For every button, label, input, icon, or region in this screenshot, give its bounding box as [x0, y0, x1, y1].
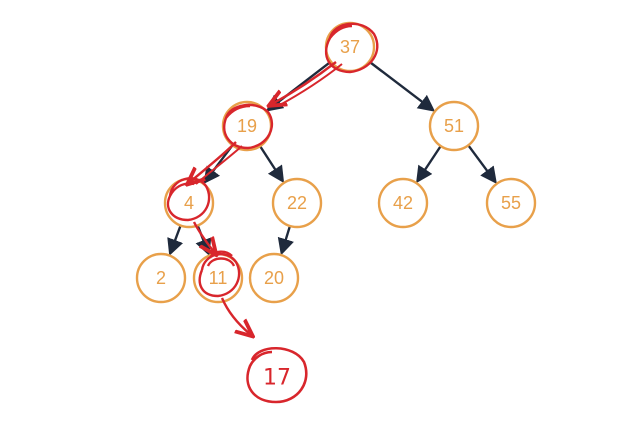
scribble-circle-37 [324, 22, 379, 74]
tree-node-2: 2 [135, 252, 187, 304]
node-circle [271, 177, 323, 229]
path-arrow-37-to-19 [272, 61, 337, 104]
tree-node-19: 19 [221, 100, 273, 152]
node-label: 51 [444, 116, 464, 136]
tree-node-42: 42 [377, 177, 429, 229]
node-circle [135, 252, 187, 304]
path-arrow-37-to-19-second-stroke [277, 63, 343, 107]
inserted-node-label: 17 [263, 366, 291, 391]
edge-4-to-2 [167, 225, 184, 256]
node-circle [377, 177, 429, 229]
scribble-circle-19 [223, 103, 274, 150]
node-label: 37 [340, 37, 360, 57]
tree-nodes: 37 19 51 4 22 42 55 2 11 20 [135, 21, 537, 304]
handwritten-annotation: 17 [166, 22, 379, 404]
tree-node-55: 55 [485, 177, 537, 229]
edge-51-to-42 [416, 145, 442, 184]
tree-node-37: 37 [324, 21, 376, 73]
tree-node-51: 51 [428, 100, 480, 152]
node-circle [248, 252, 300, 304]
node-circle [485, 177, 537, 229]
edge-19-to-4 [203, 144, 234, 185]
node-label: 42 [393, 193, 413, 213]
edge-37-to-19 [265, 60, 332, 112]
node-label: 2 [156, 268, 166, 288]
path-arrow-19-to-4-second-stroke [195, 145, 243, 185]
path-arrow-19-to-4 [190, 141, 237, 182]
node-label: 4 [184, 193, 194, 213]
node-label: 20 [264, 268, 284, 288]
path-arrow-11-to-17 [220, 297, 250, 334]
node-circle [428, 100, 480, 152]
node-label: 22 [287, 193, 307, 213]
node-label: 19 [237, 116, 257, 136]
edge-37-to-51 [368, 60, 436, 112]
edge-51-to-55 [467, 144, 497, 184]
node-label: 55 [501, 193, 521, 213]
node-label: 11 [209, 268, 228, 288]
edge-22-to-20 [277, 225, 294, 256]
path-arrow-4-to-11 [192, 221, 214, 252]
tree-node-20: 20 [248, 252, 300, 304]
inserted-node-circle [246, 347, 308, 404]
tree-node-22: 22 [271, 177, 323, 229]
edge-19-to-22 [259, 145, 285, 184]
